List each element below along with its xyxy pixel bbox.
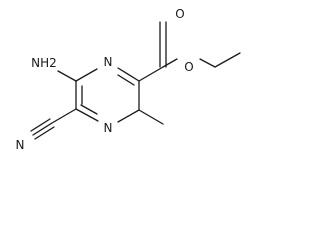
- ester-oxygen-label: O: [184, 60, 193, 74]
- bond-triple-c: [34, 126, 55, 140]
- bond-n1-c2-inner: [117, 74, 135, 86]
- bond-triple-b: [30, 118, 51, 132]
- bond-n4-c5-inner: [80, 104, 98, 115]
- bond-c2-carbonyl: [138, 66, 164, 82]
- bond-c5-nitrile-carbon: [51, 108, 77, 124]
- carbonyl-oxygen-label: O: [175, 7, 184, 21]
- bond-c6-amino: [57, 70, 77, 82]
- amino-label: NH2: [31, 56, 57, 70]
- nitrile-group: [30, 108, 77, 140]
- molecule-structure: NH2 N N O O N: [16, 7, 241, 152]
- bond-c6-n1: [75, 68, 98, 82]
- bond-carbonyl-oxygen: [162, 58, 178, 68]
- bond-oxygen-ch2: [199, 58, 216, 68]
- ester-group: [138, 21, 241, 82]
- bond-triple-a: [32, 122, 53, 136]
- bond-ch2-ch3: [214, 52, 241, 68]
- pyrazine-ring: [75, 67, 140, 123]
- ring-nitrogen-bottom-label: N: [104, 121, 113, 135]
- ring-nitrogen-top-label: N: [104, 55, 113, 69]
- bond-c3-n4: [117, 109, 140, 123]
- bond-n1-c2: [117, 67, 140, 82]
- nitrile-nitrogen-label: N: [16, 138, 25, 152]
- bond-c3-methyl: [138, 109, 164, 125]
- bond-n4-c5: [75, 108, 99, 122]
